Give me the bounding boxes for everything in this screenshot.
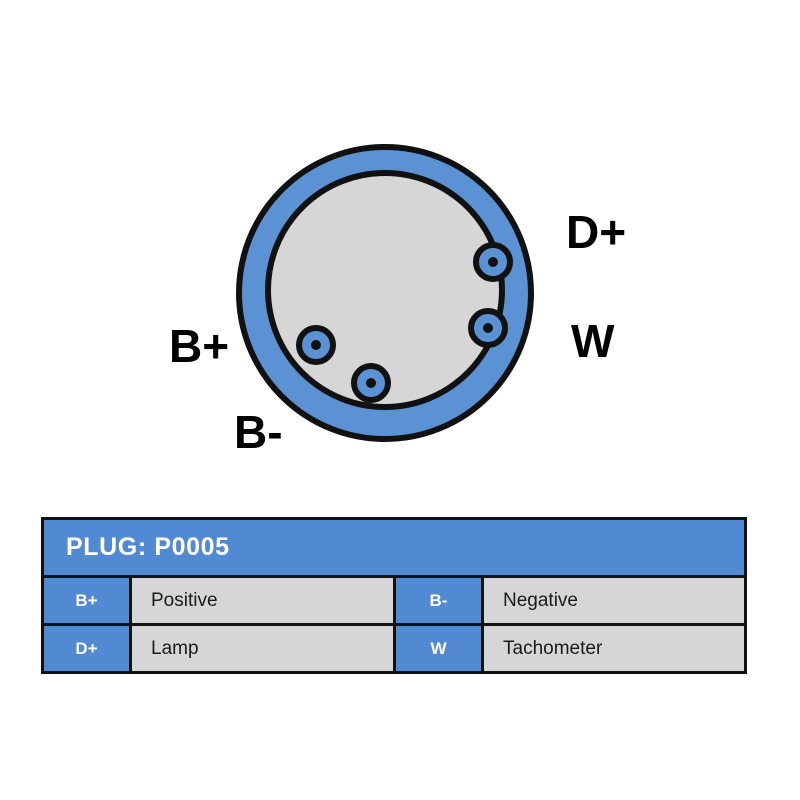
pin-w-center: [483, 323, 493, 333]
pin-d-plus-center: [488, 257, 498, 267]
pin-b-minus[interactable]: [351, 363, 391, 403]
cell-key-b-minus-label: B-: [429, 590, 448, 610]
pin-b-plus[interactable]: [296, 325, 336, 365]
cell-key-b-plus: B+: [44, 578, 132, 623]
cell-value-tachometer-label: Tachometer: [503, 637, 603, 659]
table-row: B+ Positive B- Negative: [44, 578, 744, 626]
cell-value-lamp-label: Lamp: [151, 637, 199, 659]
cell-key-w-label: W: [430, 638, 447, 658]
pin-d-plus[interactable]: [473, 242, 513, 282]
plug-legend-table: PLUG: P0005 B+ Positive B- Negative D+ L…: [41, 517, 747, 674]
plug-table-header: PLUG: P0005: [44, 520, 744, 578]
cell-value-lamp: Lamp: [132, 626, 396, 671]
cell-key-w: W: [396, 626, 484, 671]
cell-value-negative-label: Negative: [503, 589, 578, 611]
cell-value-negative: Negative: [484, 578, 744, 623]
cell-key-b-minus: B-: [396, 578, 484, 623]
cell-key-d-plus: D+: [44, 626, 132, 671]
cell-key-d-plus-label: D+: [75, 638, 98, 658]
pin-w[interactable]: [468, 308, 508, 348]
pin-b-minus-center: [366, 378, 376, 388]
connector-diagram: D+ W B+ B-: [169, 144, 626, 458]
pin-label-w: W: [571, 315, 615, 367]
plug-table-title: PLUG: P0005: [66, 533, 230, 561]
table-row: D+ Lamp W Tachometer: [44, 626, 744, 671]
cell-value-tachometer: Tachometer: [484, 626, 744, 671]
cell-value-positive: Positive: [132, 578, 396, 623]
pin-label-d-plus: D+: [566, 206, 626, 258]
pin-b-plus-center: [311, 340, 321, 350]
cell-value-positive-label: Positive: [151, 589, 218, 611]
connector-svg: D+ W B+ B-: [169, 144, 626, 458]
cell-key-b-plus-label: B+: [75, 590, 98, 610]
pin-label-b-minus: B-: [234, 406, 283, 458]
pin-label-b-plus: B+: [169, 320, 229, 372]
